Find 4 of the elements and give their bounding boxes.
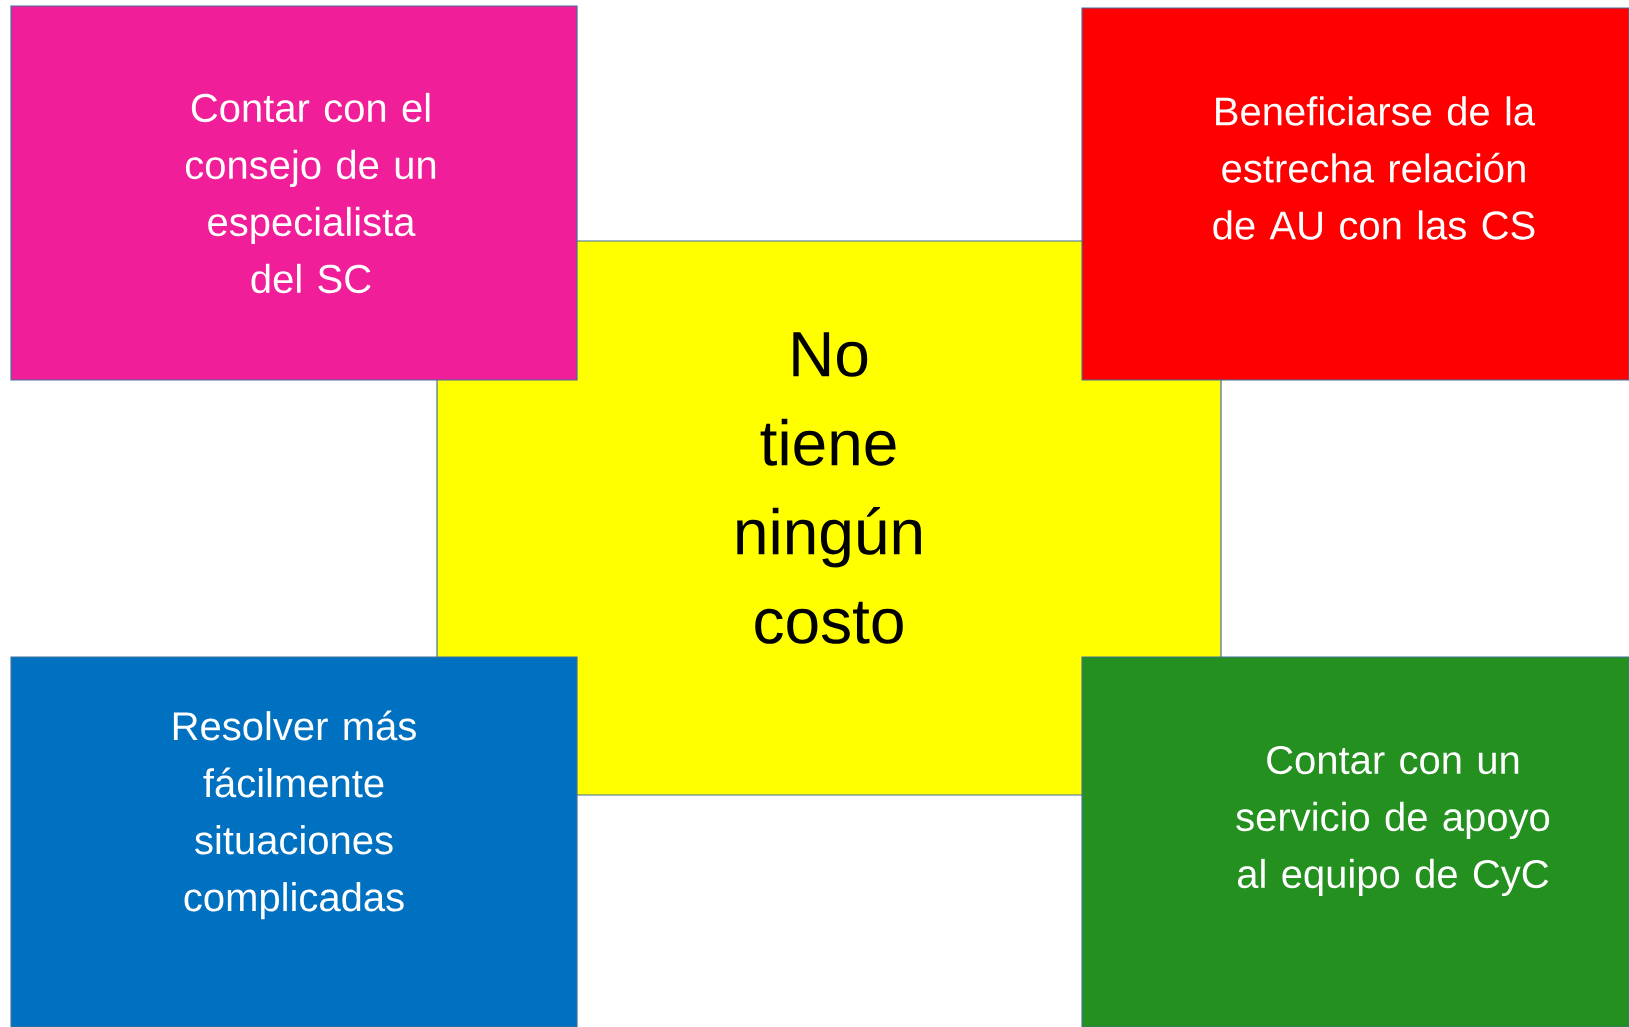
text-box: Contar con un servicio de apoyo al equipo de CyC bbox=[1081, 656, 1629, 1027]
text-box: Beneficiarse de la estrecha relación de AU con las CS bbox=[1081, 7, 1629, 381]
text-box: Resolver más fácilmente situaciones complicadas bbox=[10, 656, 578, 1027]
text-box: Contar con el consejo de un especialista del SC bbox=[10, 5, 578, 381]
